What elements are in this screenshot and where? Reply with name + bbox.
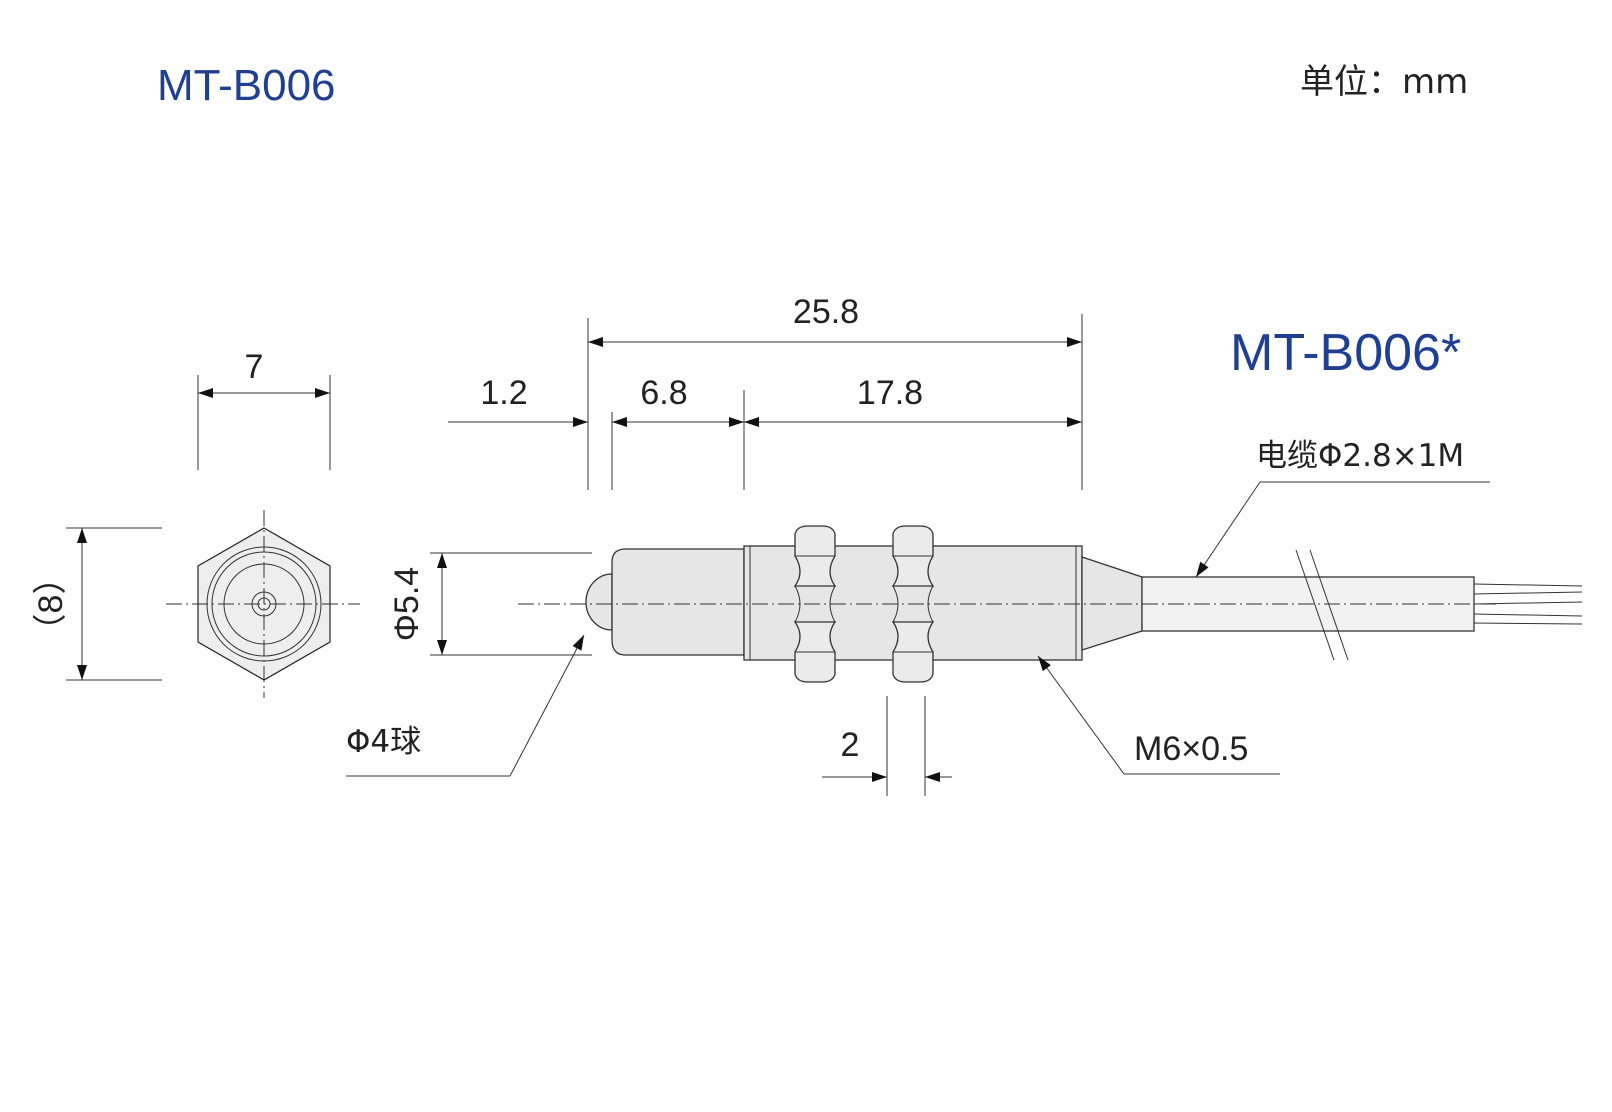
tip-length-label: 1.2	[480, 374, 527, 412]
hex-nut-2	[891, 525, 935, 683]
cable-callout	[1195, 481, 1490, 578]
ball-callout	[346, 634, 585, 777]
probe-length-label: 6.8	[640, 374, 687, 412]
nut-thickness-label: 2	[841, 726, 860, 764]
diameter-dimension	[430, 552, 592, 656]
hex-height-dimension	[66, 527, 162, 681]
unit-label: 单位：mm	[1300, 62, 1468, 102]
hex-nut-1	[793, 525, 837, 683]
overall-length-label: 25.8	[793, 293, 859, 331]
hex-end-view	[166, 510, 360, 698]
hex-height-label: （8）	[32, 561, 70, 648]
variant-title: MT-B006*	[1230, 324, 1461, 382]
model-title: MT-B006	[157, 61, 336, 110]
hex-width-dimension	[197, 375, 331, 470]
length-dimensions	[448, 314, 1083, 490]
thread-length-label: 17.8	[857, 374, 923, 412]
hex-width-label: 7	[245, 348, 264, 386]
cable-callout-label: 电缆Φ2.8×1M	[1256, 438, 1464, 474]
thread-callout	[1037, 655, 1280, 775]
ball-callout-label: Φ4球	[346, 724, 421, 760]
thread-callout-label: M6×0.5	[1134, 730, 1248, 768]
diameter-label: Φ5.4	[388, 567, 426, 641]
sensor-side-view	[518, 525, 1583, 683]
nut-thickness-dimension	[822, 696, 952, 796]
